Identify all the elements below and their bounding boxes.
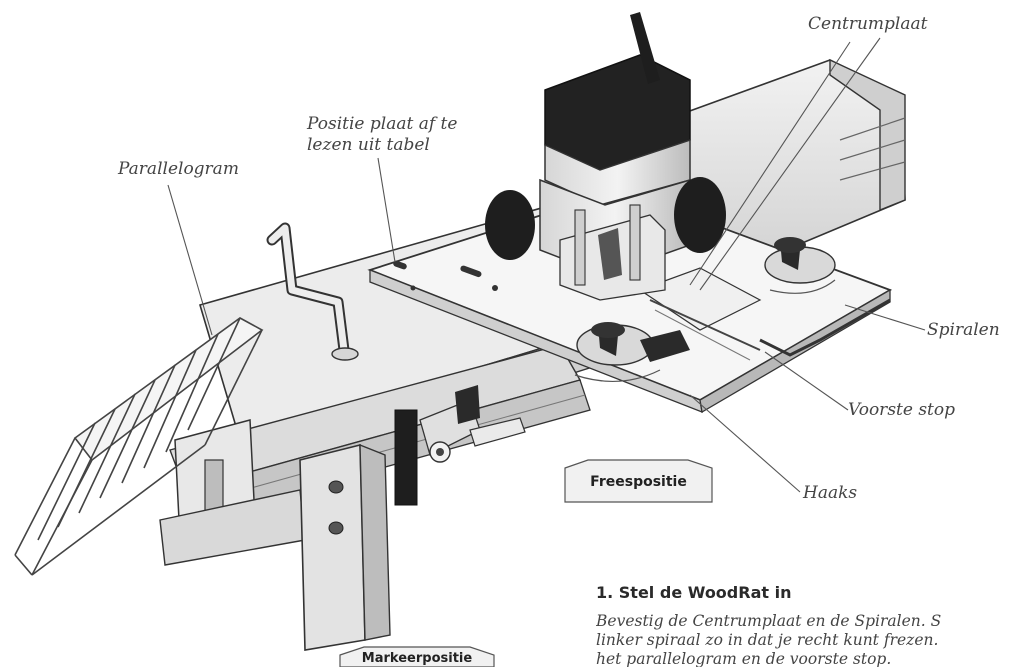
parallelogram-grid bbox=[14, 317, 264, 576]
spiral-clamp-right bbox=[764, 237, 836, 294]
instructions-line1: Bevestig de Centrumplaat en de Spiralen.… bbox=[596, 612, 942, 630]
instructions-line2: linker spiraal zo in dat je recht kunt f… bbox=[596, 631, 939, 649]
leader-lines bbox=[167, 37, 926, 493]
label-parallelogram: Parallelogram bbox=[118, 159, 239, 179]
label-voorste-stop: Voorste stop bbox=[848, 400, 956, 420]
instructions-body: Bevestig de Centrumplaat en de Spiralen.… bbox=[596, 612, 1015, 667]
label-positie-line1: Positie plaat af te bbox=[307, 114, 458, 134]
freespositie-tag-shape bbox=[564, 459, 713, 503]
instructions-heading: 1. Stel de WoodRat in bbox=[596, 583, 792, 602]
markeerpositie-tag-shape bbox=[339, 646, 495, 667]
front-bracket bbox=[299, 385, 526, 651]
tag-markeerpositie: Markeerpositie bbox=[361, 651, 473, 666]
label-centrumplaat: Centrumplaat bbox=[808, 14, 928, 34]
label-positie-line2: lezen uit tabel bbox=[307, 135, 430, 155]
label-haaks: Haaks bbox=[803, 483, 858, 503]
tag-freespositie: Freespositie bbox=[590, 474, 687, 490]
instructions-line3: het parallelogram en de voorste stop. bbox=[596, 650, 892, 667]
spiral-clamp-left bbox=[574, 322, 690, 382]
label-spiralen: Spiralen bbox=[927, 320, 1000, 340]
router bbox=[485, 12, 726, 301]
crank-handle bbox=[266, 222, 359, 361]
